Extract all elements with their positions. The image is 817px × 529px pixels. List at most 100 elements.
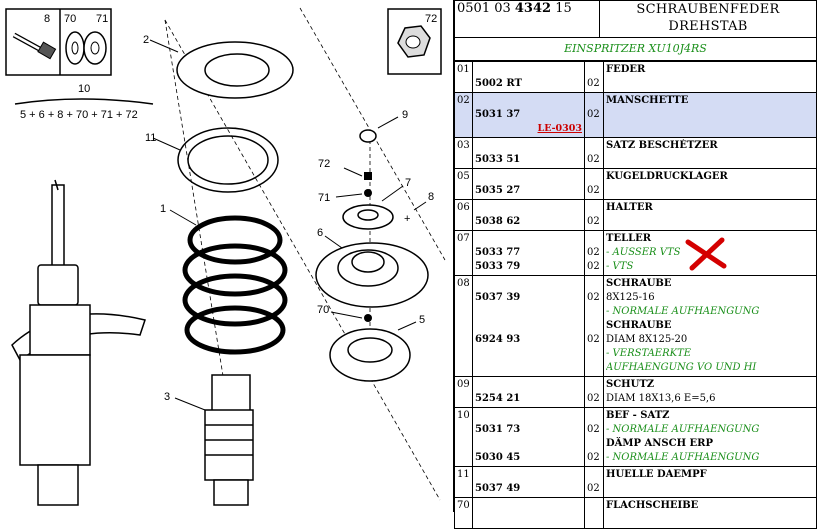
- part-position: 08: [454, 275, 473, 377]
- bolt-8-marker: +: [404, 213, 410, 225]
- callout-kit-formula: 5 + 6 + 8 + 70 + 71 + 72: [20, 109, 138, 121]
- callout-70: 70: [317, 304, 329, 316]
- quantity-value: 02: [587, 216, 600, 227]
- part-number: 5033 77: [475, 247, 521, 258]
- description-line: HALTER: [606, 202, 653, 213]
- description-line: DIAM 8X125-20: [606, 334, 688, 345]
- part-quantity: 02: [584, 199, 604, 231]
- description-line: - NORMALE AUFHAENGUNG: [606, 306, 760, 317]
- part-reference: 5035 27: [472, 168, 585, 200]
- part-position: 06: [454, 199, 473, 231]
- part-quantity: 02: [584, 92, 604, 138]
- quantity-value: 02: [587, 247, 600, 258]
- part-reference: 5031 37 LE-0303: [472, 92, 585, 138]
- parts-row[interactable]: 70 FLACHSCHEIBE: [454, 497, 817, 529]
- part-quantity: 02: [584, 168, 604, 200]
- reference-code: 0501 03 4342 15: [454, 0, 600, 38]
- callout-71: 71: [318, 192, 330, 204]
- part-position: 07: [454, 230, 473, 276]
- callout-8: 8: [428, 191, 434, 203]
- part-number: 5037 49: [475, 483, 521, 494]
- part-position: 70: [454, 497, 473, 529]
- callout-7: 7: [405, 177, 411, 189]
- red-x-mark-icon: [685, 237, 727, 271]
- part-number: 5037 39: [475, 292, 521, 303]
- quantity-value: 02: [587, 334, 600, 345]
- part-description: FEDER: [603, 61, 817, 93]
- seat-5[interactable]: [329, 328, 411, 382]
- description-line: 8X125-16: [606, 292, 655, 303]
- coil-spring-1[interactable]: [182, 215, 288, 355]
- quantity-value: 02: [587, 185, 600, 196]
- section-title: EINSPRITZER XU10J4RS: [454, 38, 817, 61]
- callout-2: 2: [143, 34, 149, 46]
- bearing-7[interactable]: [342, 204, 394, 230]
- spring-cup-2[interactable]: [176, 41, 294, 99]
- callout-9: 9: [402, 109, 408, 121]
- mount-6[interactable]: [315, 242, 429, 308]
- quantity-value: 02: [587, 483, 600, 494]
- part-reference: 5002 RT: [472, 61, 585, 93]
- part-quantity: 02 02: [584, 275, 604, 377]
- suspension-diagram-svg: 8 70 71 10 5 + 6 + 8 + 70 + 71 + 72 72: [5, 7, 446, 506]
- part-quantity: 02: [584, 466, 604, 498]
- quantity-value: 02: [587, 292, 600, 303]
- bellows-3[interactable]: [204, 374, 254, 506]
- part-number: 5031 37: [475, 109, 521, 120]
- callout-72: 72: [318, 158, 330, 170]
- description-line: DIAM 18X13,6 E=5,6: [606, 393, 716, 404]
- part-reference: 5033 77 5033 79: [472, 230, 585, 276]
- washer-71-marker: [364, 189, 372, 197]
- callout-70-box: 70: [64, 13, 76, 25]
- part-description: MANSCHETTE: [603, 92, 817, 138]
- part-quantity: 02: [584, 376, 604, 408]
- quantity-value: 02: [587, 78, 600, 89]
- strut-assembly[interactable]: [11, 179, 146, 506]
- description-line: - VTS: [606, 261, 634, 272]
- description-line: FEDER: [606, 64, 646, 75]
- part-description: KUGELDRUCKLAGER: [603, 168, 817, 200]
- part-position: 05: [454, 168, 473, 200]
- quantity-value: 02: [587, 154, 600, 165]
- part-number: 5031 73: [475, 424, 521, 435]
- part-description: HUELLE DAEMPF: [603, 466, 817, 498]
- description-line: - VERSTAERKTE: [606, 348, 692, 359]
- callout-3: 3: [164, 391, 170, 403]
- part-description: FLACHSCHEIBE: [603, 497, 817, 529]
- part-number: 5033 79: [475, 261, 521, 272]
- part-position: 02: [454, 92, 473, 138]
- le-reference-link[interactable]: LE-0303: [537, 123, 582, 134]
- part-reference: 5038 62: [472, 199, 585, 231]
- part-reference: 5037 49: [472, 466, 585, 498]
- part-position: 10: [454, 407, 473, 467]
- nut-72-marker: [364, 172, 372, 180]
- part-reference: 5033 51: [472, 137, 585, 169]
- part-position: 03: [454, 137, 473, 169]
- description-line: - AUSSER VTS: [606, 247, 681, 258]
- quantity-value: 02: [587, 261, 600, 272]
- description-line: AUFHAENGUNG VO UND HI: [606, 362, 757, 373]
- part-number: 5254 21: [475, 393, 521, 404]
- quantity-value: 02: [587, 393, 600, 404]
- spring-pad-11[interactable]: [177, 127, 279, 193]
- quantity-value: 02: [587, 109, 600, 120]
- callout-11: 11: [145, 132, 156, 144]
- part-position: 11: [454, 466, 473, 498]
